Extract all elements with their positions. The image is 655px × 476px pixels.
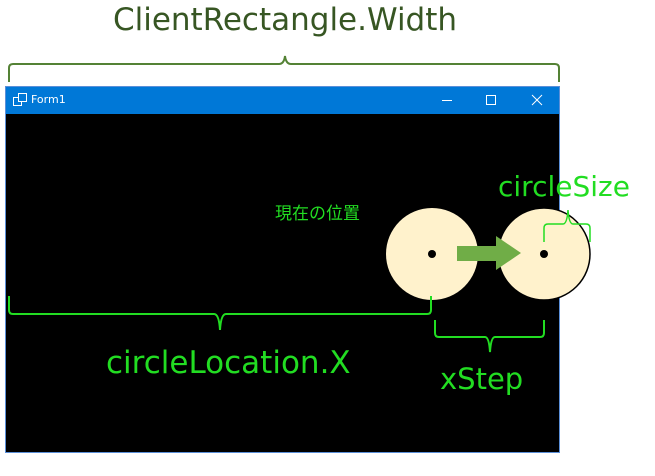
close-icon[interactable]	[514, 87, 560, 114]
move-arrow	[457, 236, 521, 270]
circle-location-label: circleLocation.X	[106, 345, 351, 381]
minimize-icon[interactable]	[424, 87, 470, 114]
client-width-label: ClientRectangle.Width	[112, 2, 458, 38]
x-step-label: xStep	[440, 362, 523, 396]
client-width-brace	[8, 55, 560, 82]
form-icon	[13, 93, 27, 106]
window-titlebar[interactable]: Form1	[6, 87, 559, 114]
maximize-icon[interactable]	[468, 87, 514, 114]
window-title: Form1	[31, 93, 66, 106]
current-center-dot	[428, 250, 436, 258]
next-center-dot	[540, 250, 548, 258]
current-position-label: 現在の位置	[275, 204, 360, 224]
circle-size-brace	[543, 209, 591, 242]
circle-location-brace	[8, 296, 432, 331]
circle-size-label: circleSize	[498, 170, 630, 203]
x-step-brace	[434, 320, 545, 353]
